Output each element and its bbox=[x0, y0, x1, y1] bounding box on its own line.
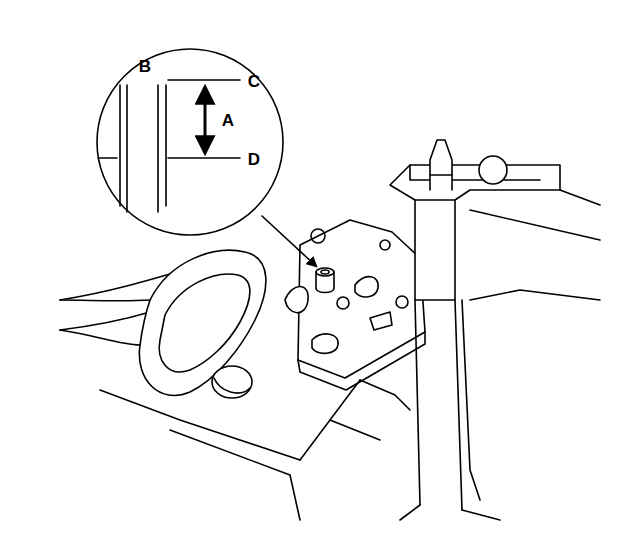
detail-view bbox=[97, 49, 316, 266]
right-assembly bbox=[390, 140, 600, 520]
plate bbox=[285, 220, 425, 390]
dimension-label: C bbox=[248, 73, 260, 90]
collar bbox=[316, 268, 334, 293]
dimension-label: D bbox=[248, 151, 260, 168]
lever bbox=[60, 250, 266, 398]
dimension-label: A bbox=[222, 112, 234, 129]
dimension-label: B bbox=[139, 58, 151, 75]
